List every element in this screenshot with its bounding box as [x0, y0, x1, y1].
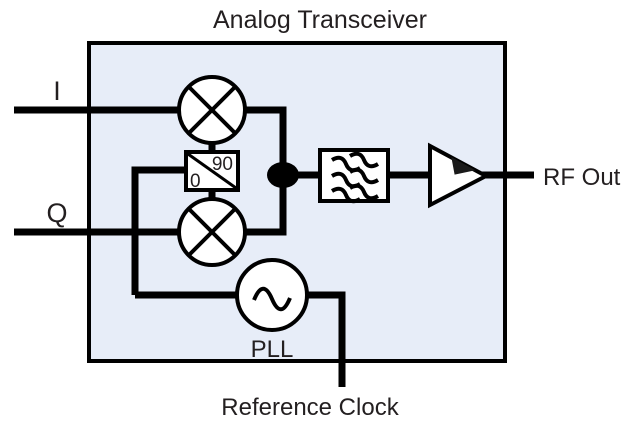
mixer-i-block [177, 75, 247, 145]
bandpass-filter-block [318, 148, 390, 204]
q-input-label: Q [46, 198, 67, 228]
amplifier-arrow-icon [451, 157, 476, 175]
pll-label: PLL [251, 336, 294, 363]
summing-node-dot [267, 162, 299, 188]
phase-shifter-block: 90 0 [184, 150, 240, 192]
wire-mixer-i-output [245, 106, 287, 178]
mixer-q-block [177, 197, 247, 267]
power-amplifier-block [428, 142, 491, 209]
phase-splitter-icon [187, 152, 237, 190]
bandpass-filter-body [318, 148, 390, 203]
page-title: Analog Transceiver [213, 6, 427, 34]
wire-mixer-q-output [245, 172, 287, 236]
wire-lo-distribution [131, 166, 186, 295]
mixer-icon [187, 207, 237, 257]
reference-clock-label: Reference Clock [221, 394, 399, 421]
rf-output-label: RF Out [543, 164, 621, 191]
phase-shifter-label-90: 90 [212, 154, 233, 175]
i-input-label: I [53, 76, 61, 106]
mixer-icon [187, 85, 237, 135]
pll-block: PLL [235, 258, 309, 363]
phase-shifter-label-0: 0 [190, 171, 201, 192]
filter-icon [330, 151, 380, 204]
sine-wave-icon [252, 286, 292, 312]
wire-reference-clock [308, 291, 346, 387]
